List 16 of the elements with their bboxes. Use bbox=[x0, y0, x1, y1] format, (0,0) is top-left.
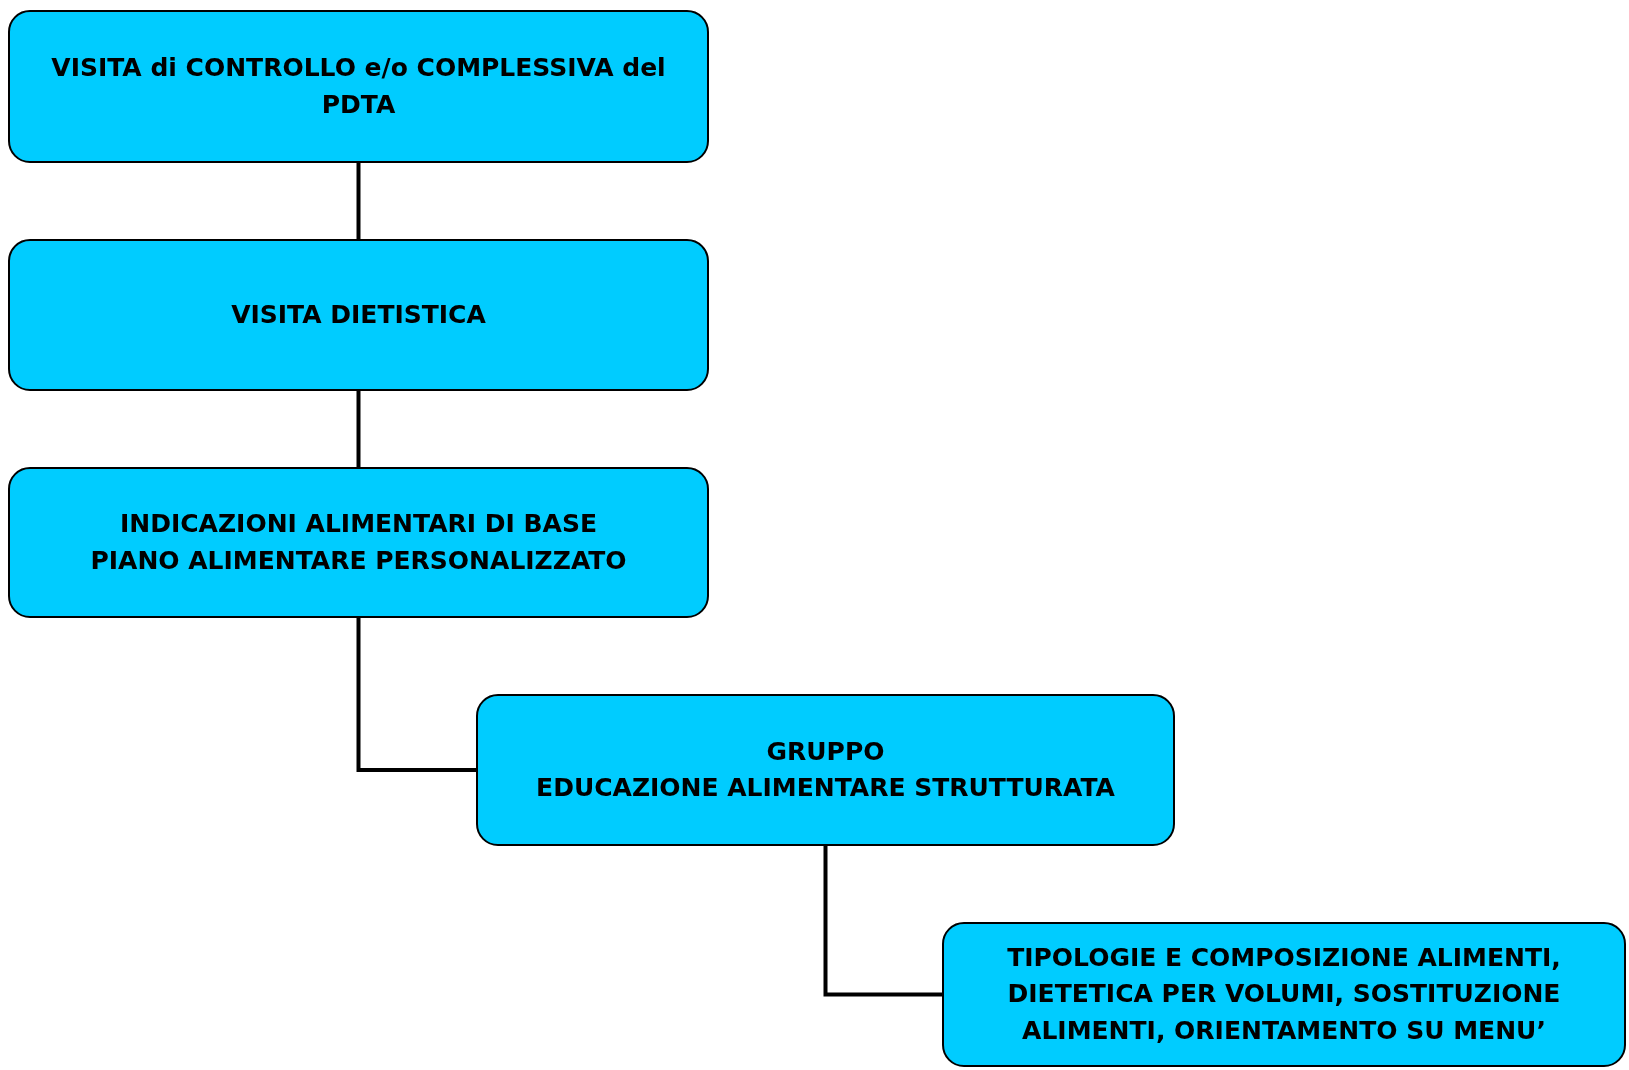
connector-line bbox=[823, 846, 942, 997]
process-box bbox=[8, 10, 709, 163]
box-text: INDICAZIONI ALIMENTARI DI BASE bbox=[120, 508, 597, 541]
process-box bbox=[476, 694, 1175, 846]
box-text: PIANO ALIMENTARE PERSONALIZZATO bbox=[90, 544, 627, 577]
process-box bbox=[942, 922, 1626, 1067]
box-text: TIPOLOGIE E COMPOSIZIONE ALIMENTI, DIETETICA PER VOLUMI, SOSTITUZIONE ALIMENTI, ORIENTAMENTO SU MENU’ bbox=[1006, 942, 1562, 1047]
box-text: VISITA DIETISTICA bbox=[231, 298, 486, 331]
connector-line bbox=[356, 618, 476, 772]
box-text: VISITA di CONTROLLO e/o COMPLESSIVA del PDTA bbox=[50, 52, 667, 121]
box-text: GRUPPO bbox=[766, 735, 885, 768]
connector-line bbox=[356, 163, 361, 239]
box-text: EDUCAZIONE ALIMENTARE STRUTTURATA bbox=[536, 772, 1115, 804]
process-box bbox=[8, 467, 709, 618]
connector-line bbox=[356, 391, 361, 467]
process-box bbox=[8, 239, 709, 391]
